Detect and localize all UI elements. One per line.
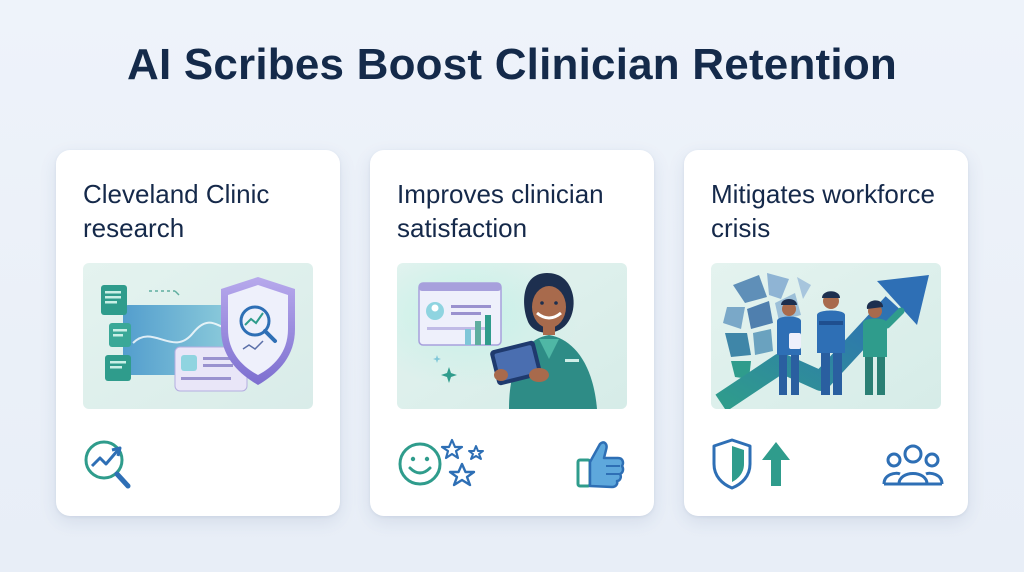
card-mitigates-workforce-crisis: Mitigates workforce crisis (684, 150, 968, 516)
card-improves-clinician-satisfaction: Improves clinician satisfaction (370, 150, 654, 516)
arrow-up-icon (758, 436, 794, 497)
card-title: Cleveland Clinic research (83, 179, 270, 243)
trend-magnifier-icon (82, 436, 136, 497)
healthcare-team-growth-arrow-illustration (711, 263, 941, 409)
shield-icon (710, 436, 754, 497)
clinician-with-tablet-illustration (397, 263, 627, 409)
card-cleveland-clinic-research: Cleveland Clinic research (56, 150, 340, 516)
thumbs-up-icon (574, 436, 628, 497)
page-title: AI Scribes Boost Clinician Retention (127, 40, 897, 89)
team-icon (882, 440, 944, 495)
smile-stars-icon (396, 436, 492, 497)
card-title: Mitigates workforce crisis (711, 179, 935, 243)
document-shield-magnifier-illustration (83, 263, 313, 409)
card-title: Improves clinician satisfaction (397, 179, 604, 243)
